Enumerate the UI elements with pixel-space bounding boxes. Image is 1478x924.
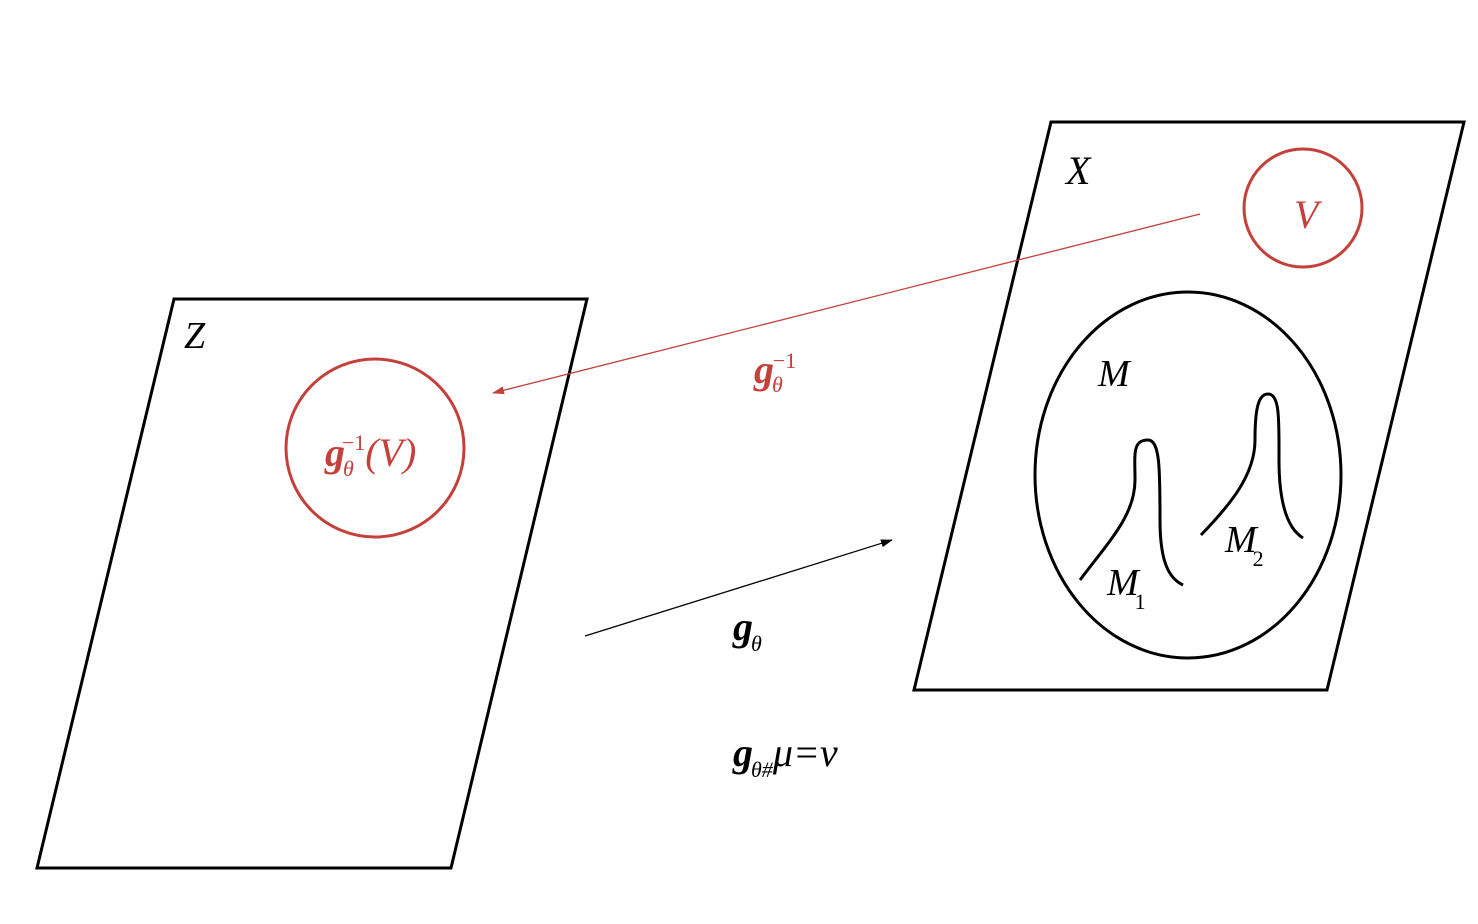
forward-map-label: gθ bbox=[732, 604, 762, 656]
latent-space-plane bbox=[35, 297, 589, 870]
preimage-set-circle bbox=[284, 357, 466, 539]
submanifold-m2-label: M2 bbox=[1224, 519, 1264, 571]
data-space-label: X bbox=[1064, 148, 1092, 193]
inverse-map-arrow bbox=[492, 213, 1201, 395]
submanifold-m1-label: M1 bbox=[1106, 562, 1146, 614]
submanifold-m1-curve bbox=[1078, 438, 1184, 587]
target-set-label: V bbox=[1294, 192, 1323, 237]
submanifold-m2-curve bbox=[1199, 392, 1304, 540]
latent-space-label: Z bbox=[184, 315, 206, 357]
inverse-map-label: gθ−1 bbox=[753, 347, 796, 397]
pushforward-equation: gθ#μ=ν bbox=[732, 730, 838, 782]
manifold-label: M bbox=[1097, 353, 1132, 395]
manifold-ellipse bbox=[1033, 290, 1343, 660]
data-space-plane bbox=[912, 120, 1466, 692]
forward-map-arrow bbox=[584, 539, 893, 637]
preimage-set-label: gθ−1(V) bbox=[324, 430, 416, 481]
target-set-circle bbox=[1242, 147, 1364, 269]
